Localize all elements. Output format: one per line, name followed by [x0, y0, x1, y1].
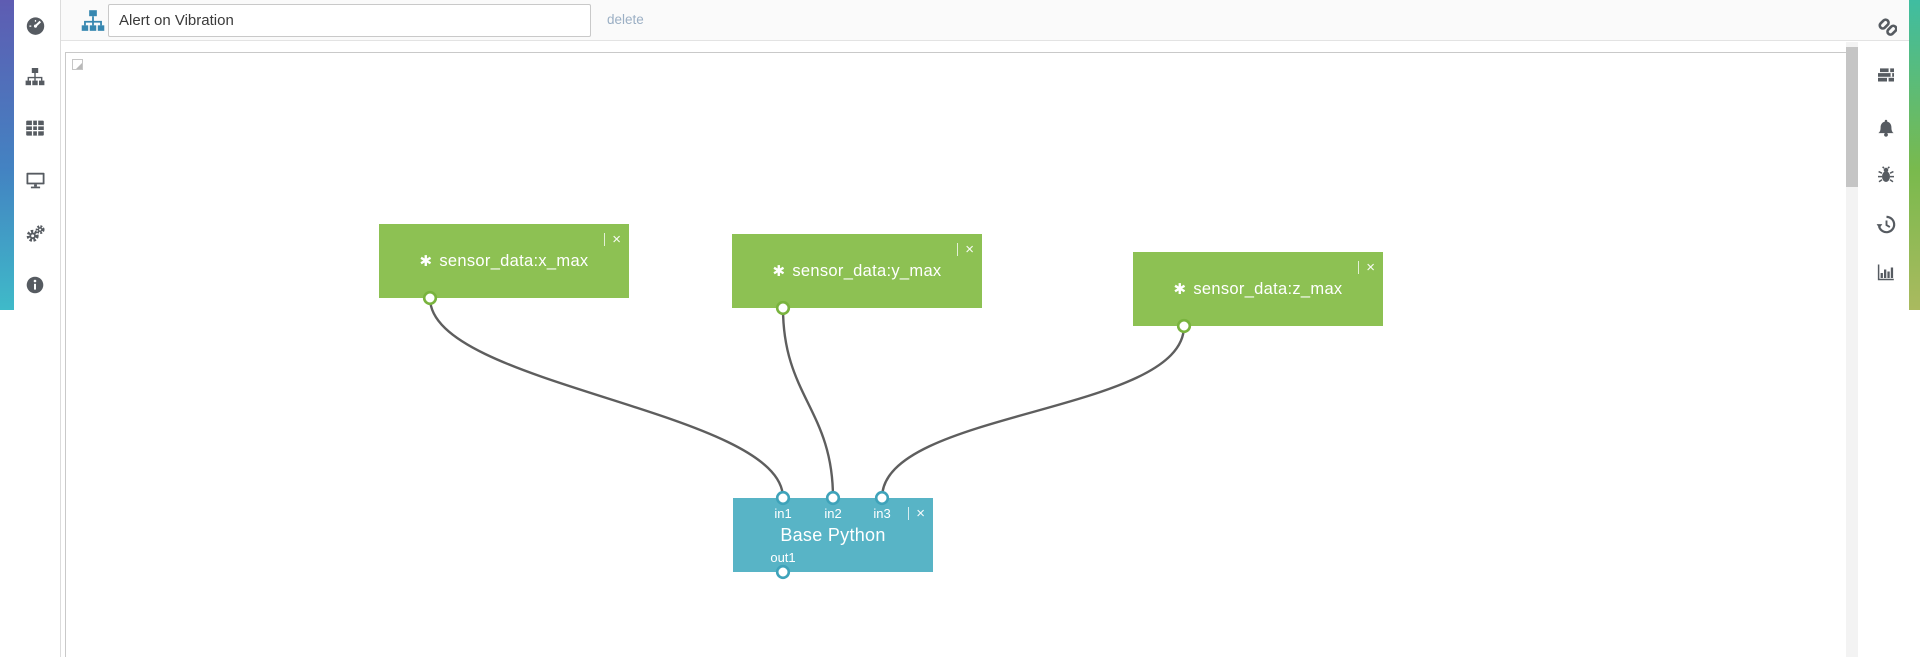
workflow-name-input[interactable] — [108, 4, 591, 37]
topbar: delete — [61, 0, 1920, 41]
node-ymax[interactable]: ✱ sensor_data:y_max × — [732, 234, 982, 308]
table-icon[interactable] — [24, 117, 46, 139]
bug-icon[interactable] — [1875, 164, 1897, 186]
bell-icon[interactable] — [1875, 117, 1897, 139]
node-close-button[interactable]: × — [604, 231, 621, 248]
connections-layer — [422, 290, 1192, 580]
node-label: Base Python — [780, 525, 885, 546]
delete-workflow-link[interactable]: delete — [607, 12, 644, 27]
flow-canvas[interactable]: ✱ sensor_data:x_max × ✱ sensor_data:y_max × ✱ s… — [65, 52, 1846, 657]
node-title: Base Python — [780, 524, 886, 545]
node-label: ✱ sensor_data:x_max — [420, 252, 589, 271]
right-brand-strip — [1909, 0, 1920, 310]
desktop-icon[interactable] — [24, 169, 46, 191]
node-title: sensor_data:y_max — [792, 261, 942, 280]
close-icon: × — [612, 231, 621, 248]
info-icon[interactable] — [24, 274, 46, 296]
node-close-button[interactable]: × — [908, 505, 925, 522]
workflow-sitemap-icon — [81, 9, 105, 38]
node-close-button[interactable]: × — [1358, 259, 1375, 276]
connector-xmax.out-to-base.in1 — [428, 297, 785, 499]
connector-zmax.out-to-base.in3 — [880, 325, 1186, 499]
canvas-scrollbar-thumb[interactable] — [1846, 47, 1858, 187]
node-xmax[interactable]: ✱ sensor_data:x_max × — [379, 224, 629, 298]
asterisk-icon: ✱ — [772, 263, 786, 280]
asterisk-icon: ✱ — [1173, 281, 1187, 298]
port-label-in2: in2 — [824, 506, 842, 521]
dashboard-gauge-icon[interactable] — [24, 14, 46, 36]
close-icon: × — [1366, 259, 1375, 276]
sitemap-icon[interactable] — [24, 66, 46, 88]
canvas-scrollbar-track[interactable] — [1846, 42, 1858, 657]
port-label-in1: in1 — [774, 506, 792, 521]
port-label-in3: in3 — [873, 506, 891, 521]
node-label: ✱ sensor_data:y_max — [773, 262, 942, 281]
gears-icon[interactable] — [24, 222, 46, 244]
node-title: sensor_data:z_max — [1193, 279, 1343, 298]
asterisk-icon: ✱ — [419, 253, 433, 270]
close-icon: × — [965, 241, 974, 258]
node-label: ✱ sensor_data:z_max — [1174, 280, 1343, 299]
port-label-out1: out1 — [770, 550, 796, 565]
close-icon: × — [916, 505, 925, 522]
tasks-icon[interactable] — [1875, 64, 1897, 86]
link-icon[interactable] — [1875, 14, 1897, 36]
canvas-select-checkbox[interactable] — [72, 59, 83, 70]
node-close-button[interactable]: × — [957, 241, 974, 258]
node-title: sensor_data:x_max — [439, 251, 589, 270]
history-icon[interactable] — [1875, 213, 1897, 235]
bar-chart-icon[interactable] — [1875, 261, 1897, 283]
connector-ymax.out-to-base.in2 — [781, 307, 835, 499]
left-brand-strip — [0, 0, 14, 310]
node-zmax[interactable]: ✱ sensor_data:z_max × — [1133, 252, 1383, 326]
node-base[interactable]: Base Python in1 in2 in3 out1 × — [733, 498, 933, 572]
sidebar-divider — [60, 0, 61, 657]
